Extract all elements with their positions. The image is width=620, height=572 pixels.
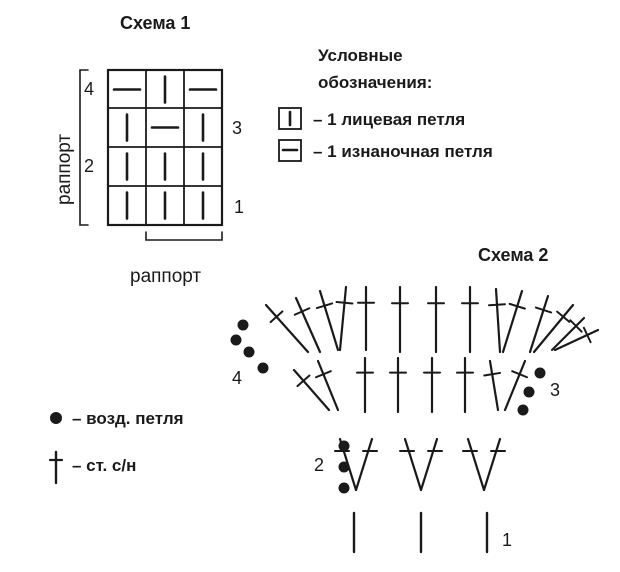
- row3-chain-dot: [517, 404, 529, 416]
- row3-dc-stitch: [292, 368, 331, 412]
- row3-dc-stitch: [503, 359, 529, 412]
- legend2: – возд. петля – ст. с/н: [48, 409, 184, 485]
- scheme2-row-2-label: 2: [314, 455, 324, 475]
- rapport-horizontal-label: раппорт: [130, 266, 201, 287]
- row3-dc-stitch: [483, 359, 502, 412]
- scheme2-row-4-label: 4: [232, 368, 242, 388]
- row4-dc-stitch: [335, 285, 354, 352]
- legend1-title-line1: Условные: [318, 46, 403, 65]
- scheme1-row-1-label: 1: [234, 197, 244, 217]
- legend1: Условные обозначения: – 1 лицевая петля …: [278, 46, 493, 162]
- row4-chain-dot: [237, 319, 249, 331]
- scheme1-row-2-label: 2: [84, 156, 94, 176]
- row3-chain-dot: [534, 367, 546, 379]
- row4-dc-stitch: [357, 285, 375, 352]
- scheme1: Схема 1 4 3 2 1 раппорт раппорт: [54, 13, 244, 287]
- scheme2-row-3-label: 3: [550, 380, 560, 400]
- rapport-vertical-bracket: [79, 69, 89, 226]
- row3-dc-stitch: [356, 356, 374, 414]
- row3-dc-stitch: [423, 356, 441, 414]
- row3-dc-stitch: [389, 356, 407, 414]
- row4-dc-stitch: [550, 316, 586, 352]
- legend2-chain-text: – возд. петля: [72, 409, 184, 428]
- row4-dc-stitch: [532, 303, 575, 354]
- scheme2-title: Схема 2: [478, 245, 548, 265]
- scheme1-title: Схема 1: [120, 13, 190, 33]
- row3-chain-dot: [523, 386, 535, 398]
- row2-chain-dot: [338, 440, 350, 452]
- row4-chain-dot: [243, 346, 255, 358]
- scheme1-row-4-label: 4: [84, 79, 94, 99]
- scheme2-row-1-label: 1: [502, 530, 512, 550]
- chain-stitch-icon: [50, 412, 62, 424]
- row4-chain-dot: [257, 362, 269, 374]
- scheme1-stitch-symbols: [112, 75, 218, 220]
- purl-stitch-icon: [278, 139, 302, 162]
- row4-dc-stitch: [528, 294, 553, 354]
- double-crochet-icon: [48, 450, 64, 485]
- legend1-title-line2: обозначения:: [318, 73, 432, 92]
- row4-dc-stitch: [501, 289, 526, 354]
- row4-dc-stitch: [461, 285, 479, 354]
- scheme2: Схема 2 1 2 3 4: [230, 245, 600, 554]
- row4-dc-stitch: [488, 287, 506, 354]
- row3-dc-stitch: [314, 359, 340, 412]
- row4-dc-stitch: [553, 326, 600, 352]
- row4-dc-stitch: [427, 285, 445, 354]
- row3-dc-stitch: [456, 356, 474, 414]
- row2-chain-dot: [338, 482, 350, 494]
- row2-dc-pair: [399, 437, 443, 492]
- rapport-horizontal-bracket: [145, 231, 223, 241]
- row2-dc-pair: [462, 437, 506, 492]
- row4-dc-stitch: [391, 285, 409, 354]
- row4-chain-dot: [230, 334, 242, 346]
- knit-stitch-icon: [278, 107, 302, 130]
- row4-dc-stitch: [264, 303, 310, 354]
- rapport-vertical-label: раппорт: [54, 134, 75, 205]
- legend2-dc-text: – ст. с/н: [72, 456, 136, 475]
- scheme1-row-3-label: 3: [232, 118, 242, 138]
- scheme2-stitch-symbols: [230, 285, 600, 554]
- legend1-knit-text: – 1 лицевая петля: [313, 110, 465, 129]
- row2-chain-dot: [338, 461, 350, 473]
- row4-dc-stitch: [315, 289, 340, 352]
- row4-dc-stitch: [293, 296, 322, 354]
- legend1-purl-text: – 1 изнаночная петля: [313, 142, 493, 161]
- scheme1-grid: [106, 68, 224, 227]
